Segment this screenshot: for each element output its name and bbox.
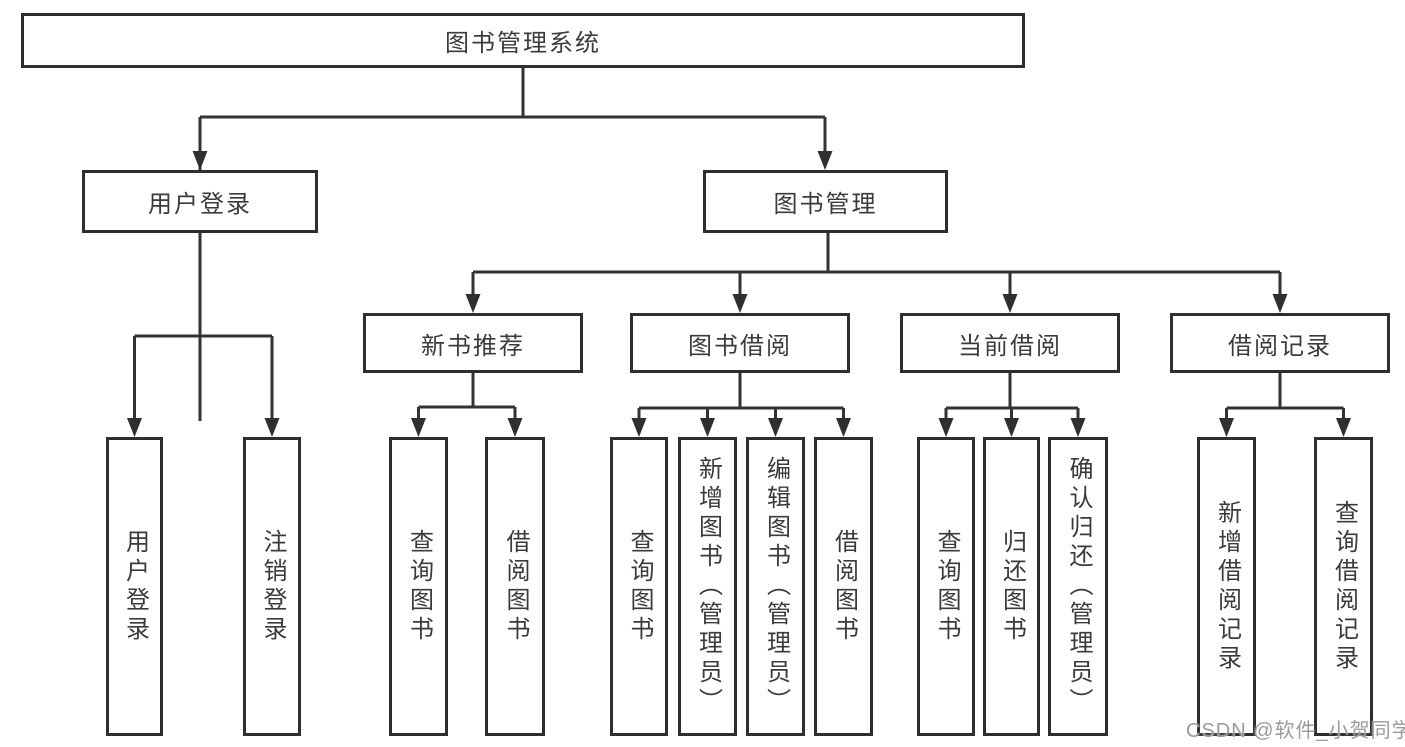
leaf-record-query: 查询借阅记录 bbox=[1314, 437, 1373, 736]
leaf-borrow-edit: 编辑图书（管理员） bbox=[746, 437, 805, 736]
node-user-login: 用户登录 bbox=[82, 170, 318, 233]
arrowhead bbox=[836, 418, 851, 437]
leaf-newbook-borrow: 借阅图书 bbox=[485, 437, 545, 736]
leaf-record-add-label: 新增借阅记录 bbox=[1213, 499, 1241, 674]
connector-newbook-leaves bbox=[417, 373, 517, 420]
arrowhead bbox=[732, 294, 748, 313]
leaf-borrow-borrow-label: 借阅图书 bbox=[830, 528, 858, 645]
node-user-login-label: 用户登录 bbox=[148, 191, 252, 218]
arrowhead bbox=[127, 418, 142, 437]
leaf-current-return-label: 归还图书 bbox=[998, 528, 1026, 645]
leaf-user-login: 用户登录 bbox=[106, 437, 163, 736]
arrowhead bbox=[264, 418, 280, 437]
leaf-newbook-query: 查询图书 bbox=[389, 437, 448, 736]
arrowhead bbox=[700, 418, 715, 437]
arrowhead bbox=[631, 418, 647, 437]
leaf-current-return: 归还图书 bbox=[983, 437, 1040, 736]
connector-currentborrow-leaves bbox=[944, 373, 1080, 420]
arrowhead bbox=[1004, 418, 1019, 437]
connector-bookmgmt-level3 bbox=[471, 233, 1282, 295]
leaf-logout: 注销登录 bbox=[243, 437, 301, 736]
leaf-current-confirm-label: 确认归还（管理员） bbox=[1065, 456, 1092, 717]
arrowhead bbox=[465, 294, 481, 313]
node-new-book-rec-label: 新书推荐 bbox=[421, 332, 525, 360]
leaf-newbook-query-label: 查询图书 bbox=[405, 528, 433, 645]
node-book-mgmt-label: 图书管理 bbox=[773, 191, 878, 218]
node-book-borrow-label: 图书借阅 bbox=[688, 332, 792, 360]
connector-root-level2 bbox=[198, 68, 827, 421]
leaf-record-query-label: 查询借阅记录 bbox=[1330, 499, 1358, 674]
connector-userlogin-leaves bbox=[133, 233, 274, 420]
leaf-borrow-query: 查询图书 bbox=[610, 437, 668, 736]
arrowhead bbox=[1272, 294, 1288, 313]
leaf-current-confirm: 确认归还（管理员） bbox=[1048, 437, 1108, 736]
arrowhead bbox=[411, 418, 426, 437]
node-current-borrow-label: 当前借阅 bbox=[958, 332, 1062, 360]
leaf-current-query: 查询图书 bbox=[917, 437, 975, 736]
arrowhead bbox=[1219, 418, 1234, 437]
arrowhead bbox=[192, 151, 208, 170]
node-new-book-rec: 新书推荐 bbox=[363, 313, 583, 373]
node-book-mgmt: 图书管理 bbox=[703, 170, 948, 233]
arrowhead bbox=[817, 151, 833, 170]
leaf-record-add: 新增借阅记录 bbox=[1197, 437, 1256, 736]
arrowhead bbox=[1070, 418, 1086, 437]
node-root: 图书管理系统 bbox=[21, 13, 1025, 68]
leaf-borrow-edit-label: 编辑图书（管理员） bbox=[762, 456, 790, 717]
leaf-current-query-label: 查询图书 bbox=[933, 528, 960, 645]
arrowhead bbox=[938, 418, 954, 437]
leaf-borrow-add: 新增图书（管理员） bbox=[678, 437, 737, 736]
node-book-borrow: 图书借阅 bbox=[630, 313, 850, 373]
leaf-borrow-query-label: 查询图书 bbox=[626, 528, 653, 645]
node-borrow-records: 借阅记录 bbox=[1170, 313, 1390, 373]
leaf-user-login-label: 用户登录 bbox=[121, 528, 149, 645]
node-current-borrow: 当前借阅 bbox=[900, 313, 1120, 373]
leaf-borrow-add-label: 新增图书（管理员） bbox=[694, 456, 722, 717]
node-borrow-records-label: 借阅记录 bbox=[1228, 332, 1332, 360]
leaf-newbook-borrow-label: 借阅图书 bbox=[502, 528, 529, 645]
connector-bookborrow-leaves bbox=[637, 373, 845, 420]
arrowhead bbox=[768, 418, 783, 437]
arrowhead bbox=[1002, 294, 1018, 313]
arrowhead bbox=[507, 418, 523, 437]
leaf-borrow-borrow: 借阅图书 bbox=[814, 437, 873, 736]
connector-records-leaves bbox=[1225, 373, 1345, 420]
arrowhead bbox=[1336, 418, 1351, 437]
node-root-label: 图书管理系统 bbox=[445, 30, 601, 57]
leaf-logout-label: 注销登录 bbox=[259, 528, 286, 645]
watermark: CSDN @软件_小贺同学 bbox=[1186, 720, 1405, 742]
